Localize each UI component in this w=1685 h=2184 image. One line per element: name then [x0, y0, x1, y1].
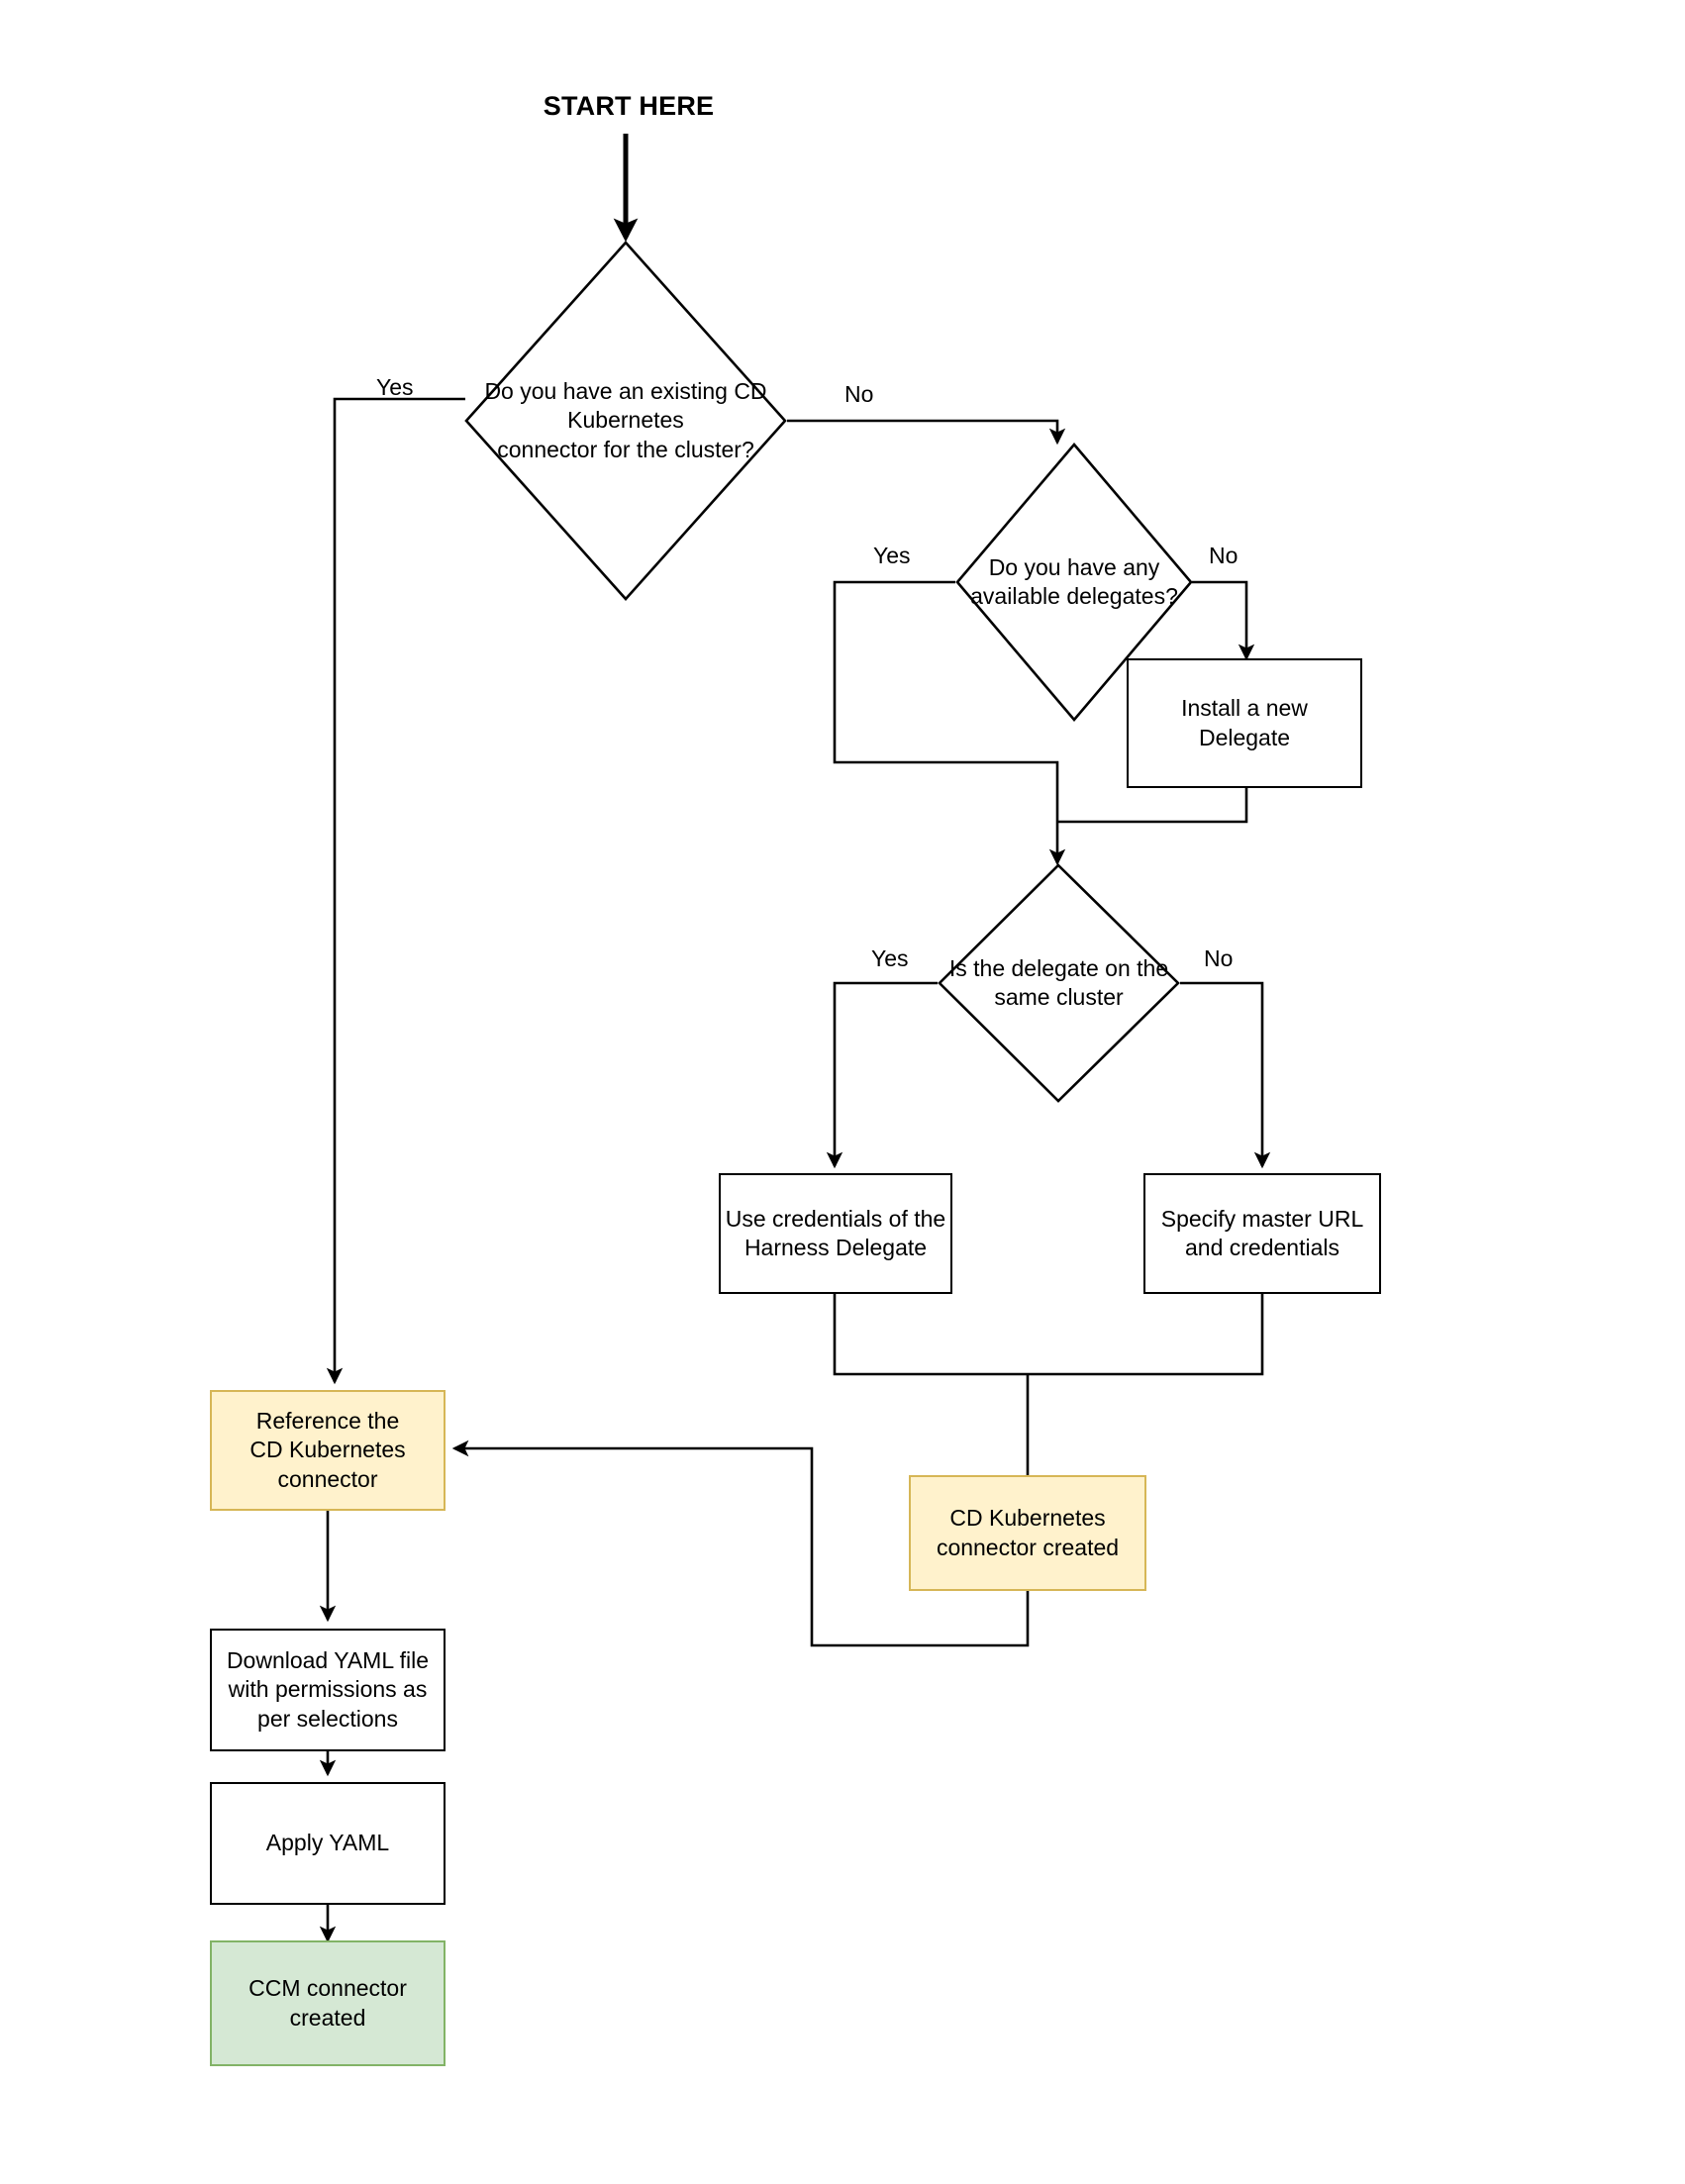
edge-label-d3-no: No	[1204, 945, 1234, 971]
node-specify-master-url-and-credentials[interactable]: Specify master URL and credentials	[1143, 1173, 1381, 1294]
decision-existing-cd-kubernetes-connector[interactable]: Do you have an existing CD Kubernetes co…	[464, 241, 787, 601]
node-reference-the-cd-kubernetes-connector[interactable]: Reference the CD Kubernetes connector	[210, 1390, 446, 1511]
edge-label-d1-no: No	[844, 381, 874, 407]
node-label: Reference the CD Kubernetes connector	[249, 1407, 406, 1492]
node-label: Install a new Delegate	[1181, 695, 1308, 750]
edge-label-d2-yes: Yes	[873, 543, 911, 568]
decision-label: Is the delegate on the same cluster	[948, 954, 1169, 1010]
connector-specify-master-to-merge	[1028, 1294, 1264, 1376]
node-use-credentials-harness-delegate[interactable]: Use credentials of the Harness Delegate	[719, 1173, 952, 1294]
edge-label-d2-no: No	[1209, 543, 1239, 568]
decision-label: Do you have an existing CD Kubernetes co…	[484, 377, 767, 462]
connector-d3-no-to-specify-master	[1180, 981, 1271, 1169]
node-label: CD Kubernetes connector created	[936, 1505, 1120, 1560]
decision-available-delegates[interactable]: Do you have any available delegates?	[955, 443, 1193, 722]
connector-d1-no-to-d2	[787, 419, 1066, 446]
edge-label-d1-yes: Yes	[376, 374, 414, 400]
diamond-shape-icon	[955, 443, 1193, 722]
diamond-shape-icon	[464, 241, 787, 601]
node-label: Download YAML file with permissions as p…	[226, 1646, 430, 1732]
edge-label-d3-yes: Yes	[871, 945, 909, 971]
node-download-yaml-file[interactable]: Download YAML file with permissions as p…	[210, 1629, 446, 1751]
connector-d1-yes-to-reference	[326, 397, 465, 1385]
node-cd-kubernetes-connector-created[interactable]: CD Kubernetes connector created	[909, 1475, 1146, 1591]
node-label: Use credentials of the Harness Delegate	[725, 1205, 946, 1260]
decision-label: Do you have any available delegates?	[970, 553, 1178, 609]
node-ccm-connector-created[interactable]: CCM connector created	[210, 1940, 446, 2066]
diamond-shape-icon	[938, 863, 1180, 1103]
start-here-title: START HERE	[543, 91, 715, 121]
node-apply-yaml[interactable]: Apply YAML	[210, 1782, 446, 1905]
node-label: Apply YAML	[265, 1830, 390, 1856]
connector-d3-yes-to-use-credentials	[826, 981, 938, 1169]
node-label: Specify master URL and credentials	[1160, 1205, 1364, 1260]
decision-delegate-on-same-cluster[interactable]: Is the delegate on the same cluster	[938, 863, 1180, 1103]
connector-use-credentials-to-merge	[833, 1294, 1028, 1376]
connector-install-delegate-to-merge	[1057, 788, 1248, 824]
connector-d2-no-to-install-delegate	[1192, 580, 1255, 661]
node-label: CCM connector created	[248, 1975, 407, 2031]
node-install-a-new-delegate[interactable]: Install a new Delegate	[1127, 658, 1362, 788]
